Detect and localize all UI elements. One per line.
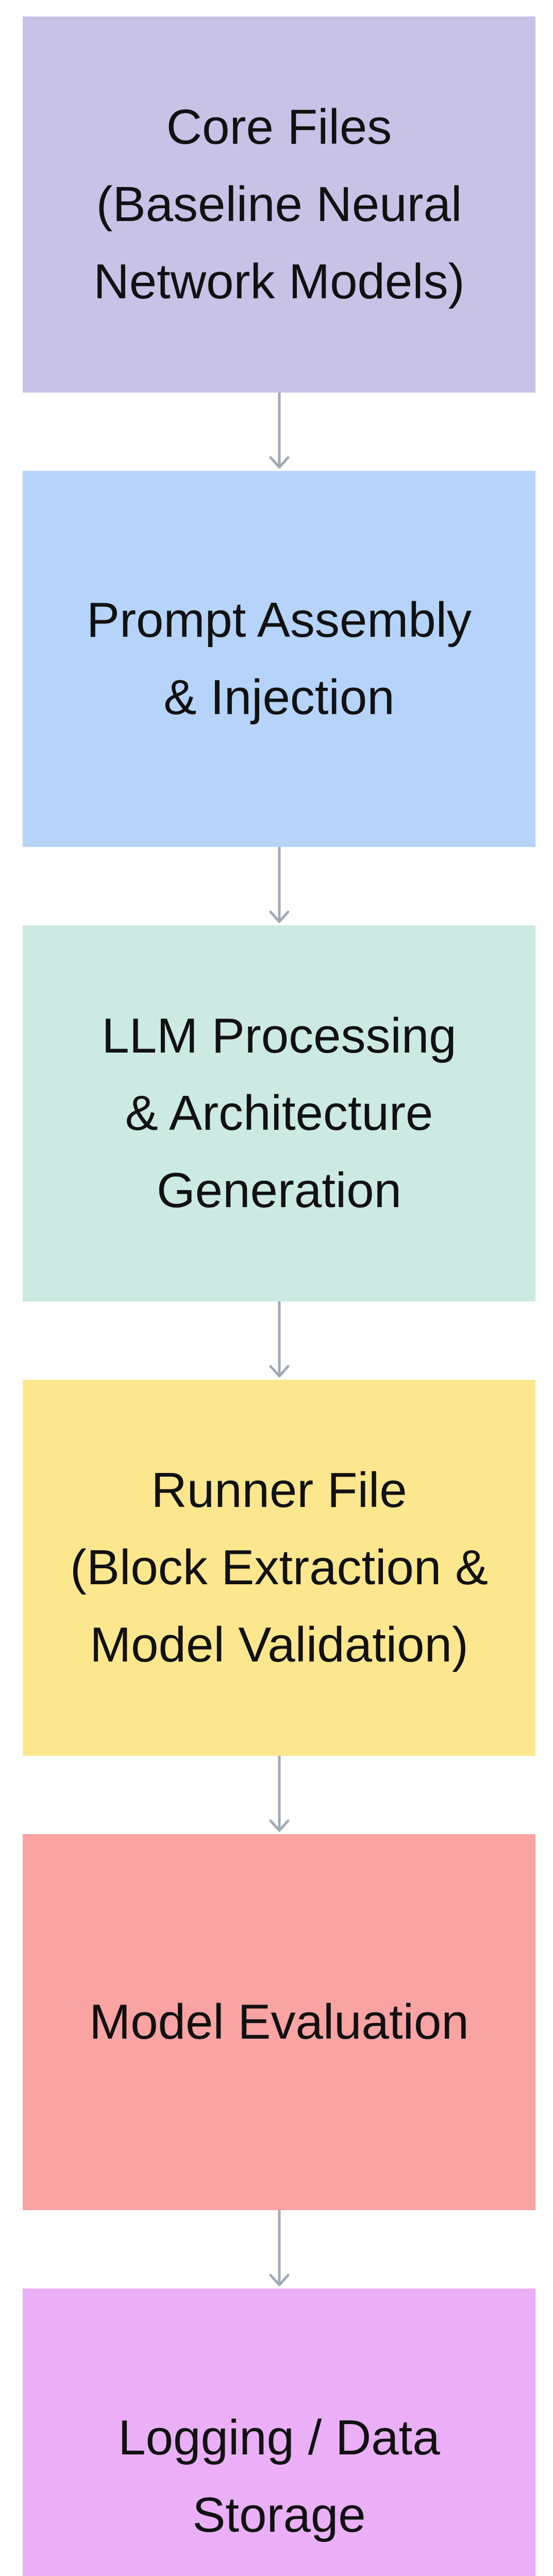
node-prompt-assembly-label: Prompt Assembly & Injection [87,592,472,725]
node-llm-processing-label: LLM Processing & Architecture Generation [102,1008,457,1218]
connector-gap-2 [23,847,535,925]
down-arrow-connector-icon [269,393,289,469]
flowchart: Core Files (Baseline Neural Network Mode… [23,0,535,2576]
node-runner-file-label: Runner File (Block Extraction & Model Va… [70,1463,488,1672]
down-arrow-connector-icon [269,1756,289,1832]
node-model-evaluation-label: Model Evaluation [89,1994,469,2049]
node-core-files: Core Files (Baseline Neural Network Mode… [23,16,535,393]
connector-gap-1 [23,393,535,471]
node-logging-storage: Logging / Data Storage [23,2289,535,2576]
connector-gap-4 [23,1756,535,1834]
connector-gap-5 [23,2210,535,2289]
node-prompt-assembly: Prompt Assembly & Injection [23,471,535,847]
node-llm-processing: LLM Processing & Architecture Generation [23,925,535,1301]
down-arrow-connector-icon [269,847,289,923]
down-arrow-connector-icon [269,1301,289,1378]
node-model-evaluation: Model Evaluation [23,1834,535,2210]
node-runner-file: Runner File (Block Extraction & Model Va… [23,1380,535,1756]
connector-gap-3 [23,1301,535,1380]
node-logging-storage-label: Logging / Data Storage [118,2410,440,2543]
node-core-files-label: Core Files (Baseline Neural Network Mode… [93,99,465,309]
down-arrow-connector-icon [269,2210,289,2286]
